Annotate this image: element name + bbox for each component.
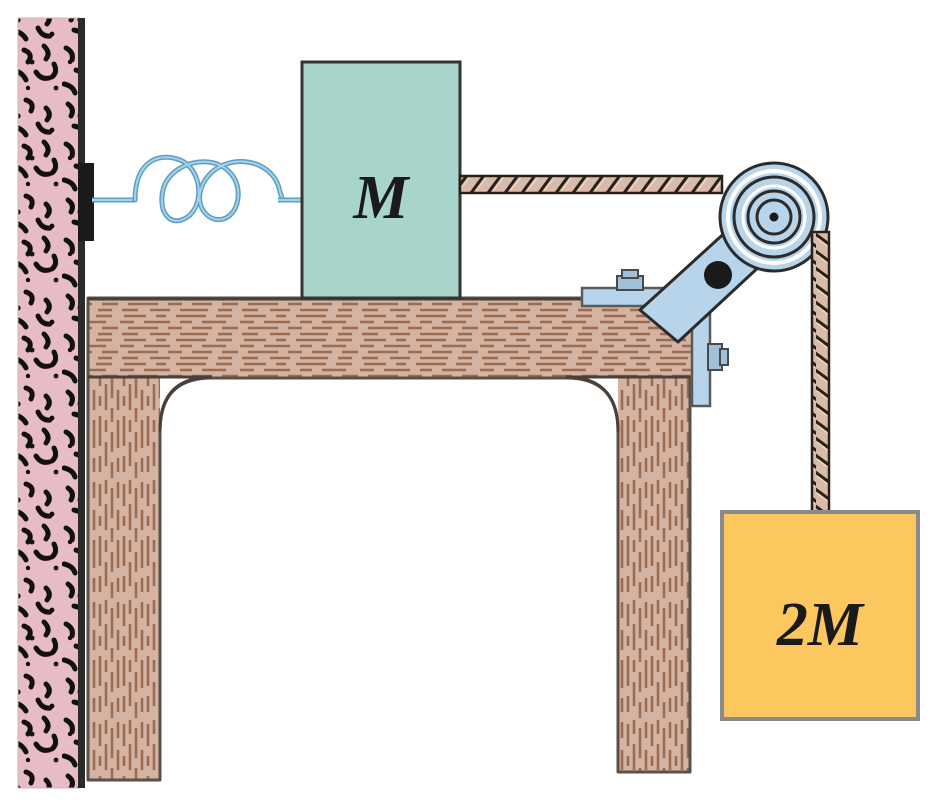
wooden-table [86, 296, 702, 782]
coil-spring [78, 154, 304, 241]
block-2M: 2M [720, 510, 920, 721]
block-M-label: M [352, 164, 410, 232]
block-2M-label: 2M [776, 591, 865, 659]
rope-horizontal [458, 174, 724, 195]
pulley-wheel [718, 161, 830, 273]
bracket-side-bolt [707, 343, 729, 371]
pulley-axle-dot [769, 212, 779, 222]
wall-edge-line [78, 18, 85, 788]
spring-anchor-plate [78, 163, 94, 241]
rope-vertical [810, 230, 831, 522]
bracket-top-bolt [616, 269, 644, 291]
pulley-arm-pivot [704, 261, 732, 289]
wall [17, 17, 85, 789]
block-M: M [300, 60, 462, 300]
